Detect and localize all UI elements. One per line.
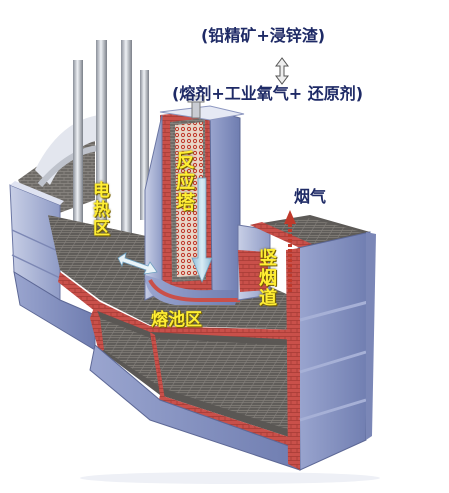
reactor-label: 反应塔 — [174, 150, 193, 213]
feed-top-label: (铅精矿+浸锌渣) — [201, 28, 325, 44]
heating-zone-label: 电热区 — [90, 181, 107, 238]
double-headed-vertical-arrow-icon — [276, 58, 288, 84]
feed-mid-label: (熔剂+工业氧气+ 还原剂) — [172, 86, 363, 102]
molten-pool-label: 熔池区 — [151, 312, 202, 329]
vertical-flue-label: 竖烟道 — [257, 248, 275, 308]
flue-gas-label: 烟气 — [294, 189, 326, 205]
